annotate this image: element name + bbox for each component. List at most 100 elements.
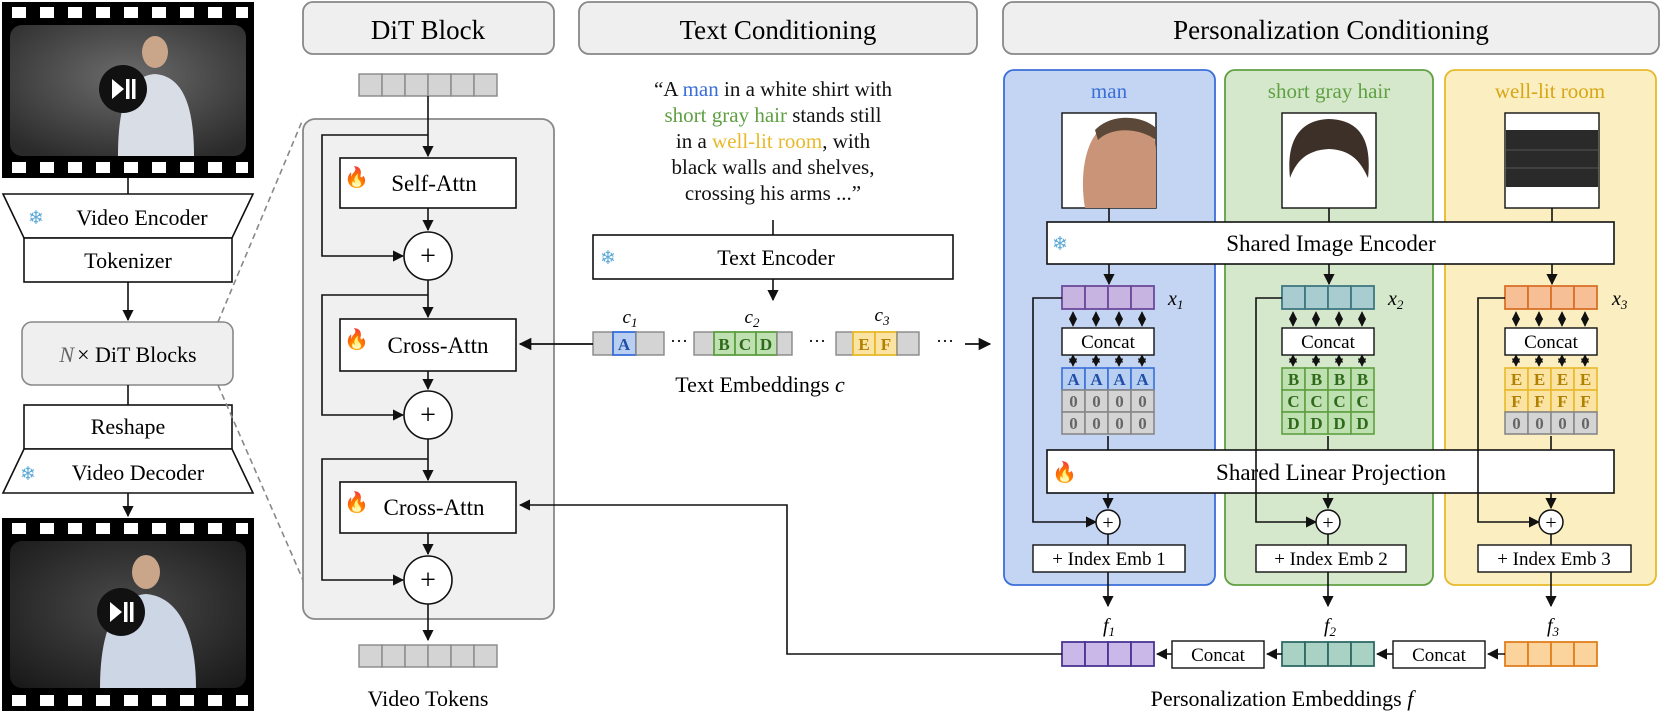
grid-cell-label: C: [1310, 392, 1322, 411]
residual-add-hair: +: [1315, 509, 1341, 535]
svg-text:+ Index Emb 2: + Index Emb 2: [1274, 549, 1388, 570]
svg-text:N× DiT Blocks: N× DiT Blocks: [58, 342, 196, 367]
svg-text:Shared Image Encoder: Shared Image Encoder: [1226, 231, 1436, 256]
shared-linear-projection: 🔥 Shared Linear Projection: [1046, 449, 1615, 494]
grid-cell-label: C: [1356, 392, 1368, 411]
residual-add-man: +: [1095, 509, 1121, 535]
svg-text:···: ···: [808, 331, 826, 351]
grid-cell-label: 0: [1069, 414, 1078, 433]
grid-cell-label: F: [1534, 392, 1544, 411]
x3-label: x3: [1611, 288, 1628, 312]
svg-text:“A man in a white shirt with: “A man in a white shirt with: [654, 77, 892, 101]
grid-cell-label: F: [1580, 392, 1590, 411]
grid-cell-label: 0: [1069, 392, 1078, 411]
svg-text:Concat: Concat: [1301, 332, 1356, 353]
image-tokens-x1: [1061, 285, 1155, 310]
svg-text:Concat: Concat: [1524, 332, 1579, 353]
grid-cell-label: E: [1511, 370, 1522, 389]
svg-text:···: ···: [936, 331, 954, 351]
svg-text:Text Encoder: Text Encoder: [717, 245, 835, 270]
svg-text:Concat: Concat: [1412, 645, 1467, 666]
svg-text:+: +: [420, 400, 436, 431]
text-conditioning-header: Text Conditioning: [578, 1, 978, 55]
svg-text:···: ···: [670, 331, 688, 351]
cross-attn-text-block: 🔥 Cross-Attn: [339, 318, 517, 372]
personalization-embeddings-label: Personalization Embeddings f: [1151, 686, 1417, 711]
shared-image-encoder: ❄ Shared Image Encoder: [1046, 221, 1615, 265]
video-decoder: ❄ Video Decoder: [1, 448, 255, 494]
flame-icon: 🔥: [344, 490, 369, 514]
grid-cell-label: B: [1357, 370, 1368, 389]
residual-add-2: +: [403, 390, 453, 440]
output-video-tokens: [358, 644, 498, 668]
grid-cell-label: 0: [1092, 392, 1101, 411]
svg-text:Reshape: Reshape: [91, 414, 166, 439]
grid-cell-label: 0: [1115, 414, 1124, 433]
personal-embedding-f2: [1281, 641, 1375, 667]
grid-cell-label: D: [1333, 414, 1345, 433]
svg-text:crossing his arms ...”: crossing his arms ...”: [685, 181, 861, 205]
dit-block-header: DiT Block: [302, 1, 555, 55]
reshape: Reshape: [23, 404, 233, 450]
flame-icon: 🔥: [344, 165, 369, 189]
svg-text:+: +: [1322, 512, 1333, 534]
grid-cell-label: 0: [1535, 414, 1544, 433]
grid-cell-label: F: [1557, 392, 1567, 411]
svg-text:C: C: [739, 335, 751, 354]
flame-icon: 🔥: [344, 327, 369, 351]
svg-text:DiT Block: DiT Block: [371, 15, 486, 45]
grid-cell-label: D: [1287, 414, 1299, 433]
flame-icon: 🔥: [1052, 460, 1077, 484]
grid-cell-label: C: [1333, 392, 1345, 411]
x2-label: x2: [1387, 288, 1404, 312]
snowflake-icon: ❄: [600, 248, 616, 269]
svg-text:+: +: [1545, 512, 1556, 534]
panel-title-room: well-lit room: [1495, 79, 1605, 103]
x1-label: x1: [1167, 288, 1183, 312]
output-video-thumbnail: [2, 518, 254, 711]
svg-text:+: +: [420, 241, 436, 272]
svg-text:+ Index Emb 3: + Index Emb 3: [1497, 549, 1611, 570]
grid-cell-label: F: [1511, 392, 1521, 411]
svg-text:Cross-Attn: Cross-Attn: [384, 495, 485, 520]
concat-box-3: Concat: [1504, 327, 1598, 356]
grid-cell-label: 0: [1115, 392, 1124, 411]
grid-cell-label: E: [1580, 370, 1591, 389]
grid-cell-label: C: [1287, 392, 1299, 411]
video-tokens-label: Video Tokens: [368, 686, 489, 711]
n-dit-blocks: N× DiT Blocks: [21, 321, 234, 386]
grid-cell-label: 0: [1138, 414, 1147, 433]
cross-attn-personal-block: 🔥 Cross-Attn: [339, 481, 517, 534]
index-emb-2: + Index Emb 2: [1255, 544, 1407, 573]
concat-box-2: Concat: [1281, 327, 1375, 356]
svg-text:A: A: [618, 335, 631, 354]
f2-label: f2: [1324, 615, 1337, 639]
svg-text:Video Encoder: Video Encoder: [76, 205, 208, 230]
personal-embedding-f3: [1504, 641, 1598, 667]
grid-cell-label: A: [1090, 370, 1103, 389]
grid-cell-label: A: [1113, 370, 1126, 389]
svg-text:Text Conditioning: Text Conditioning: [680, 15, 877, 45]
reference-image-face: [1061, 112, 1157, 209]
concat-box-1: Concat: [1061, 327, 1155, 356]
text-encoder: ❄ Text Encoder: [592, 234, 954, 280]
reference-image-hair: [1281, 112, 1377, 209]
grid-cell-label: 0: [1092, 414, 1101, 433]
grid-cell-label: A: [1136, 370, 1149, 389]
svg-text:Shared Linear Projection: Shared Linear Projection: [1216, 460, 1446, 485]
grid-cell-label: B: [1288, 370, 1299, 389]
text-embedding-tokens: A ··· B C D ··· E F ···: [592, 331, 954, 356]
residual-add-3: +: [403, 555, 453, 605]
video-encoder: ❄ Video Encoder: [1, 193, 255, 239]
grid-cell-label: B: [1311, 370, 1322, 389]
svg-text:black walls and shelves,: black walls and shelves,: [672, 155, 875, 179]
snowflake-icon: ❄: [28, 208, 44, 229]
svg-text:+: +: [1102, 512, 1113, 534]
svg-text:+: +: [420, 565, 436, 596]
grid-cell: [1350, 411, 1375, 435]
text-prompt: “A man in a white shirt with short gray …: [654, 77, 892, 205]
svg-text:Cross-Attn: Cross-Attn: [388, 333, 489, 358]
